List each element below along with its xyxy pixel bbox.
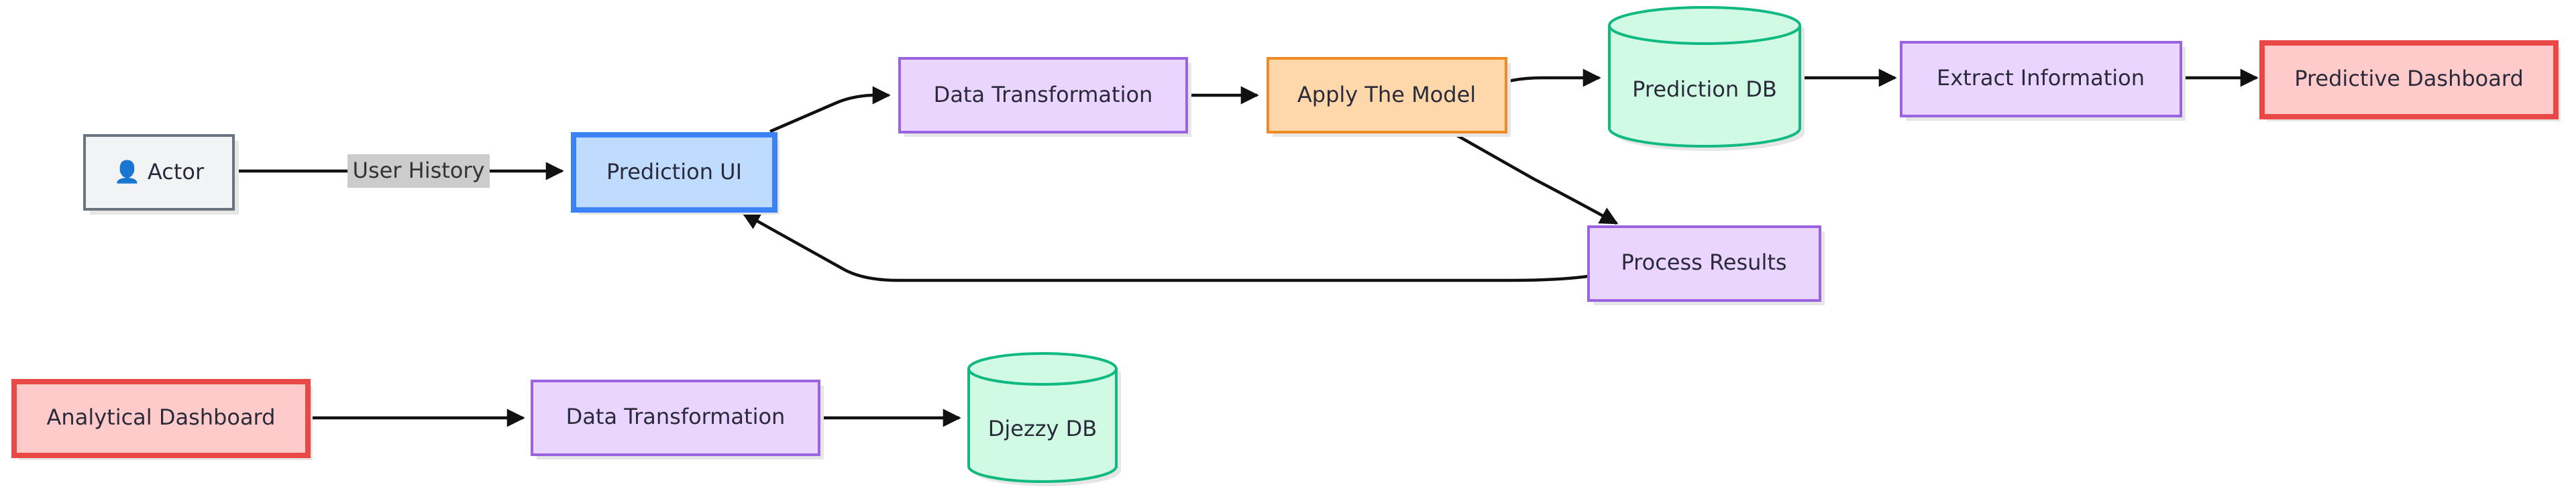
node-process-results-label: Process Results (1621, 250, 1786, 275)
node-data-transformation-bottom[interactable]: Data Transformation (531, 380, 824, 459)
node-box (2259, 40, 2559, 119)
node-predictive-dashboard-label: Predictive Dashboard (2294, 66, 2524, 91)
node-box (11, 379, 311, 458)
edges (236, 68, 2259, 427)
node-actor[interactable]: 👤 Actor (83, 134, 239, 215)
node-analytical-dashboard-label: Analytical Dashboard (47, 404, 276, 430)
edge-label-user-history: User History (347, 154, 490, 188)
edge-process-results-to-prediction-ui (741, 212, 1589, 282)
node-prediction-db[interactable]: Prediction DB (1608, 6, 1805, 151)
node-data-transformation-top-label: Data Transformation (934, 82, 1153, 107)
node-predictive-dashboard[interactable]: Predictive Dashboard (2259, 40, 2561, 121)
node-data-transformation-top[interactable]: Data Transformation (898, 57, 1191, 137)
node-box (1900, 41, 2182, 117)
node-cylinder-body (967, 352, 1118, 483)
node-actor-label: 👤 Actor (114, 159, 205, 184)
node-extract-information[interactable]: Extract Information (1900, 41, 2186, 121)
edge-apply-model-to-process-results (1451, 131, 1619, 225)
node-djezzy-db-label: Djezzy DB (988, 416, 1097, 441)
edge-label-user-history-text: User History (353, 158, 485, 183)
node-apply-the-model[interactable]: Apply The Model (1267, 57, 1511, 137)
node-prediction-db-label: Prediction DB (1632, 76, 1777, 102)
node-cylinder-top-rim (967, 368, 1118, 386)
edge-label-background (347, 154, 490, 188)
node-process-results[interactable]: Process Results (1587, 225, 1825, 305)
node-analytical-dashboard[interactable]: Analytical Dashboard (11, 379, 313, 460)
node-data-transformation-bottom-label: Data Transformation (566, 404, 786, 429)
node-box (898, 57, 1188, 133)
node-box (531, 380, 820, 456)
node-box (1267, 57, 1507, 133)
node-box (571, 132, 777, 213)
node-apply-the-model-label: Apply The Model (1297, 82, 1476, 107)
node-prediction-ui[interactable]: Prediction UI (571, 132, 780, 215)
node-djezzy-db[interactable]: Djezzy DB (967, 352, 1121, 486)
node-box (1587, 225, 1821, 302)
edge-prediction-ui-to-data-transformation (769, 86, 891, 133)
edge-apply-model-to-prediction-db (1505, 68, 1601, 87)
node-prediction-ui-label: Prediction UI (606, 159, 742, 184)
node-box (83, 134, 235, 211)
node-cylinder-top-rim (1608, 25, 1801, 45)
node-extract-information-label: Extract Information (1937, 65, 2145, 91)
